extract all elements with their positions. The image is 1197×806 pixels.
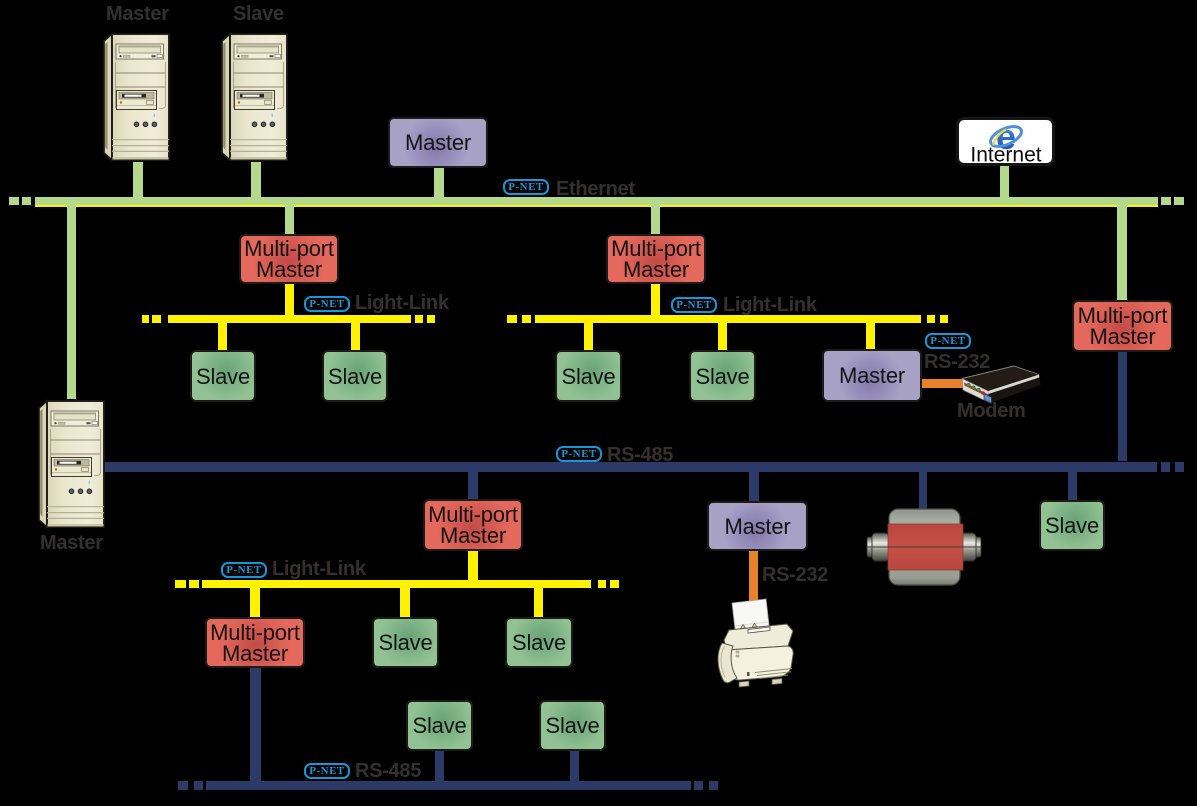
svg-text:Internet: Internet [970,144,1041,164]
